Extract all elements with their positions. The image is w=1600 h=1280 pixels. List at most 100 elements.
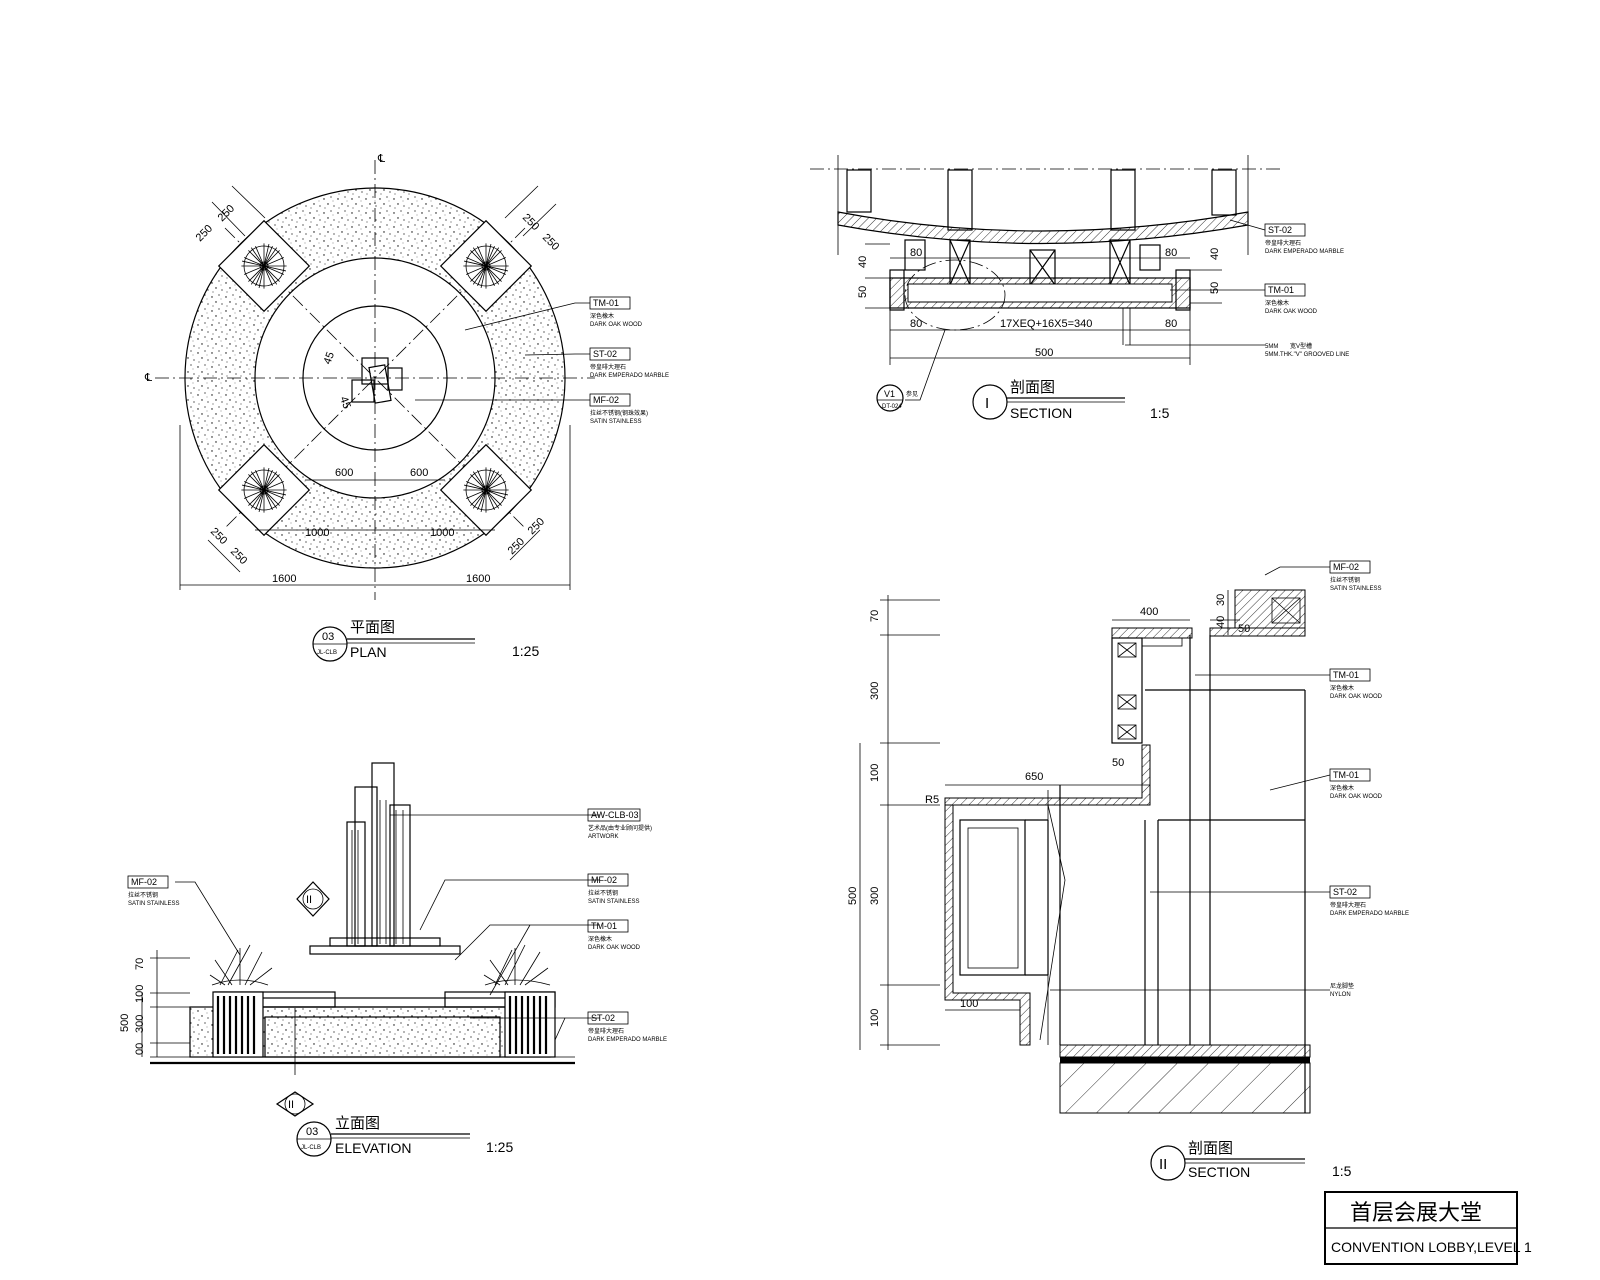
svg-text:5MM.THK."V" GROOVED LINE: 5MM.THK."V" GROOVED LINE [1265,352,1349,358]
callout-mf02: MF-02 拉丝不锈钢 SATIN STAINLESS [1329,560,1381,592]
svg-text:DARK EMPERADO MARBLE: DARK EMPERADO MARBLE [1330,911,1409,917]
dim-formula: 17XEQ+16X5=340 [1000,318,1092,330]
svg-text:II: II [288,1099,294,1111]
dim-label: 400 [1140,606,1158,618]
svg-text:JL-CLB: JL-CLB [301,1145,321,1151]
dim-label: 1000 [430,527,454,539]
section-1-view: 40 50 40 50 80 80 80 80 17XEQ+16X5=340 5… [810,155,1349,421]
dim-label: 45 [337,395,352,411]
dim-label: 300 [869,682,881,700]
svg-text:ST-02: ST-02 [1268,225,1292,235]
elevation-view: II II 70 100 300 00 500 [119,762,667,1157]
dim-label: 600 [335,467,353,479]
dim-label: 600 [410,467,428,479]
dim-label: 650 [1025,771,1043,783]
callout-st02: ST-02 帝皇啡大理石 DARK EMPERADO MARBLE [589,347,669,379]
svg-text:II: II [306,894,312,906]
dim-label: 100 [960,998,978,1010]
section-1-title: I 剖面图 SECTION 1:5 [972,379,1170,421]
dim-label: 80 [1165,247,1177,259]
svg-text:II: II [1159,1156,1167,1173]
dim-label: 00 [134,1043,146,1055]
svg-text:帝皇啡大理石: 帝皇啡大理石 [1265,239,1301,247]
svg-text:SECTION: SECTION [1010,405,1072,421]
plan-title: 03 JL-CLB 平面图 PLAN 1:25 [312,619,539,662]
svg-text:ST-02: ST-02 [593,349,617,359]
dim-label: 500 [119,1014,131,1032]
svg-text:拉丝不锈钢: 拉丝不锈钢 [588,889,618,897]
dim-label: 40 [857,256,869,268]
svg-text:拉丝不锈钢(钢珠效果): 拉丝不锈钢(钢珠效果) [590,409,648,417]
section-mark-top: II [296,881,330,917]
svg-text:PLAN: PLAN [350,644,387,660]
dim-label: 1000 [305,527,329,539]
callout-st02: ST-02 帝皇啡大理石 DARK EMPERADO MARBLE [1264,223,1344,255]
svg-text:剖面图: 剖面图 [1010,379,1055,396]
dim-label: 30 [1215,594,1227,606]
svg-text:SATIN STAINLESS: SATIN STAINLESS [1330,586,1381,592]
svg-text:I: I [985,395,989,412]
callout-mf02: MF-02 拉丝不锈钢(钢珠效果) SATIN STAINLESS [589,393,648,425]
title-block-en: CONVENTION LOBBY,LEVEL 1 [1331,1239,1532,1255]
dim-label: 250 [228,546,249,567]
dim-label: 50 [857,286,869,298]
dim-label: 80 [910,318,922,330]
svg-text:深色橡木: 深色橡木 [1265,299,1289,307]
svg-text:DARK EMPERADO MARBLE: DARK EMPERADO MARBLE [590,373,669,379]
svg-text:1:25: 1:25 [486,1139,513,1155]
dim-label: 50 [1209,282,1221,294]
svg-text:MF-02: MF-02 [131,877,157,887]
svg-text:帝皇啡大理石: 帝皇啡大理石 [1330,901,1366,909]
svg-text:1:25: 1:25 [512,643,539,659]
callout-mf02: MF-02 拉丝不锈钢 SATIN STAINLESS [587,873,639,905]
callout-groove: 5MM 宽V型槽 5MM.THK."V" GROOVED LINE [1265,342,1349,358]
title-block: 首层会展大堂 CONVENTION LOBBY,LEVEL 1 [1324,1191,1532,1265]
svg-text:JL-CLB: JL-CLB [317,650,337,656]
callout-tm01-lower: TM-01 深色橡木 DARK OAK WOOD [1329,768,1383,800]
callout-st02: ST-02 帝皇啡大理石 DARK EMPERADO MARBLE [587,1011,667,1043]
svg-text:艺术品(由专业顾问提供): 艺术品(由专业顾问提供) [588,824,652,832]
svg-text:尼龙脚垫: 尼龙脚垫 [1330,982,1354,990]
svg-text:SATIN STAINLESS: SATIN STAINLESS [590,419,641,425]
callout-nylon: 尼龙脚垫 NYLON [1330,982,1354,998]
dim-label: 70 [134,958,146,970]
dim-label: 80 [910,247,922,259]
dim-label: 50 [1112,757,1124,769]
svg-text:ST-02: ST-02 [1333,887,1357,897]
callout-tm01: TM-01 深色橡木 DARK OAK WOOD [587,919,641,951]
callout-tm01: TM-01 深色橡木 DARK OAK WOOD [589,296,643,328]
svg-text:MF-02: MF-02 [591,875,617,885]
detail-reference: V1 DT-024 参见 [876,384,918,412]
svg-text:SATIN STAINLESS: SATIN STAINLESS [128,901,179,907]
svg-text:立面图: 立面图 [335,1115,380,1132]
elevation-title: 03 JL-CLB 立面图 ELEVATION 1:25 [296,1115,513,1157]
dim-label: 100 [869,764,881,782]
svg-text:深色橡木: 深色橡木 [1330,684,1354,692]
svg-text:1:5: 1:5 [1150,405,1170,421]
dim-label: 1600 [466,573,490,585]
svg-text:DARK EMPERADO MARBLE: DARK EMPERADO MARBLE [588,1037,667,1043]
svg-text:TM-01: TM-01 [1268,285,1294,295]
svg-text:DARK OAK WOOD: DARK OAK WOOD [590,322,643,328]
svg-text:5MM: 5MM [1265,344,1278,350]
svg-text:DARK OAK WOOD: DARK OAK WOOD [1265,309,1318,315]
centerline-label: ℄ [144,372,152,384]
svg-text:ELEVATION: ELEVATION [335,1140,412,1156]
centerline-label-top: ℄ [377,153,385,165]
callout-st02: ST-02 帝皇啡大理石 DARK EMPERADO MARBLE [1329,885,1409,917]
dim-label: 1600 [272,573,296,585]
dim-label: 300 [134,1015,146,1033]
dim-label: 45 [322,350,337,366]
plan-view: ℄ ℄ 250 250 250 250 250 250 250 250 45 4… [144,153,669,662]
svg-text:DARK EMPERADO MARBLE: DARK EMPERADO MARBLE [1265,249,1344,255]
dim-label: 80 [1165,318,1177,330]
svg-text:宽V型槽: 宽V型槽 [1290,342,1312,350]
svg-text:深色橡木: 深色橡木 [1330,784,1354,792]
svg-text:MF-02: MF-02 [593,395,619,405]
dim-label: 250 [526,516,547,537]
svg-text:MF-02: MF-02 [1333,562,1359,572]
svg-text:V1: V1 [884,389,895,399]
svg-text:参见: 参见 [906,390,918,398]
title-block-cn: 首层会展大堂 [1350,1200,1482,1225]
svg-text:平面图: 平面图 [350,619,395,636]
